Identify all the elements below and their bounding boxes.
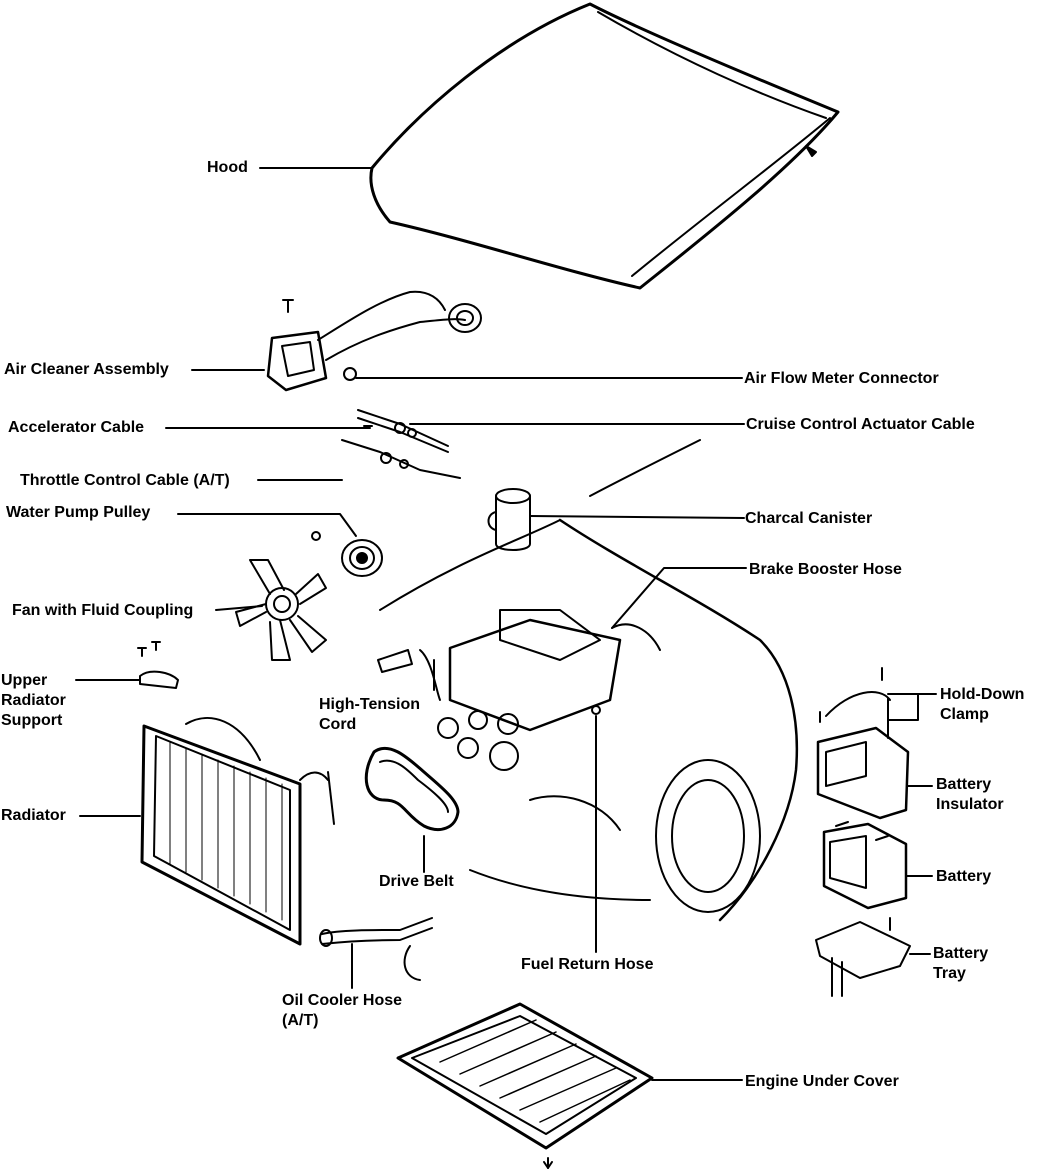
label-throttle-control-cable: Throttle Control Cable (A/T) — [20, 472, 230, 489]
engine-under-cover-part — [396, 1002, 654, 1169]
label-oil-cooler-hose-line2: (A/T) — [282, 1012, 319, 1029]
label-radiator: Radiator — [1, 807, 66, 824]
upper-radiator-support-part — [137, 641, 179, 689]
label-engine-under-cover: Engine Under Cover — [745, 1073, 899, 1090]
radiator-part — [140, 717, 335, 946]
label-hold-down-clamp-line1: Hold-Down — [940, 686, 1025, 703]
label-air-cleaner-assembly: Air Cleaner Assembly — [4, 361, 169, 378]
label-battery-tray-line1: Battery — [933, 945, 989, 962]
hood-part — [369, 2, 840, 290]
fan-part — [235, 559, 327, 661]
label-battery-tray-line2: Tray — [933, 965, 966, 982]
engine-bay-part — [379, 439, 799, 922]
label-battery: Battery — [936, 868, 992, 885]
label-upper-radiator-support-line1: Upper — [1, 672, 48, 689]
label-cruise-control-actuator-cable: Cruise Control Actuator Cable — [746, 416, 975, 433]
air-cleaner-part — [266, 290, 482, 392]
battery-parts — [815, 667, 911, 997]
water-pump-pulley-part — [311, 531, 383, 577]
label-accelerator-cable: Accelerator Cable — [8, 419, 145, 436]
label-upper-radiator-support-line3: Support — [1, 712, 63, 729]
label-high-tension-cord-line1: High-Tension — [319, 696, 421, 713]
label-drive-belt: Drive Belt — [379, 873, 454, 890]
label-fuel-return-hose: Fuel Return Hose — [521, 956, 654, 973]
charcoal-canister-part — [487, 488, 531, 551]
label-upper-radiator-support-line2: Radiator — [1, 692, 66, 709]
label-water-pump-pulley: Water Pump Pulley — [6, 504, 151, 521]
leader-lines — [75, 167, 937, 1081]
label-brake-booster-hose: Brake Booster Hose — [749, 561, 902, 578]
label-battery-insulator-line1: Battery — [936, 776, 992, 793]
label-charcoal-canister: Charcal Canister — [745, 510, 873, 527]
drive-belt-part — [364, 746, 460, 831]
label-fan-with-fluid-coupling: Fan with Fluid Coupling — [12, 602, 194, 619]
engine-part — [377, 609, 661, 771]
cables-part — [341, 409, 461, 479]
label-high-tension-cord-line2: Cord — [319, 716, 357, 733]
label-hold-down-clamp-line2: Clamp — [940, 706, 989, 723]
label-oil-cooler-hose-line1: Oil Cooler Hose — [282, 992, 403, 1009]
oil-cooler-hose-part — [319, 917, 433, 981]
label-battery-insulator-line2: Insulator — [936, 796, 1004, 813]
label-hood: Hood — [207, 159, 248, 176]
label-air-flow-meter-connector: Air Flow Meter Connector — [744, 370, 939, 387]
